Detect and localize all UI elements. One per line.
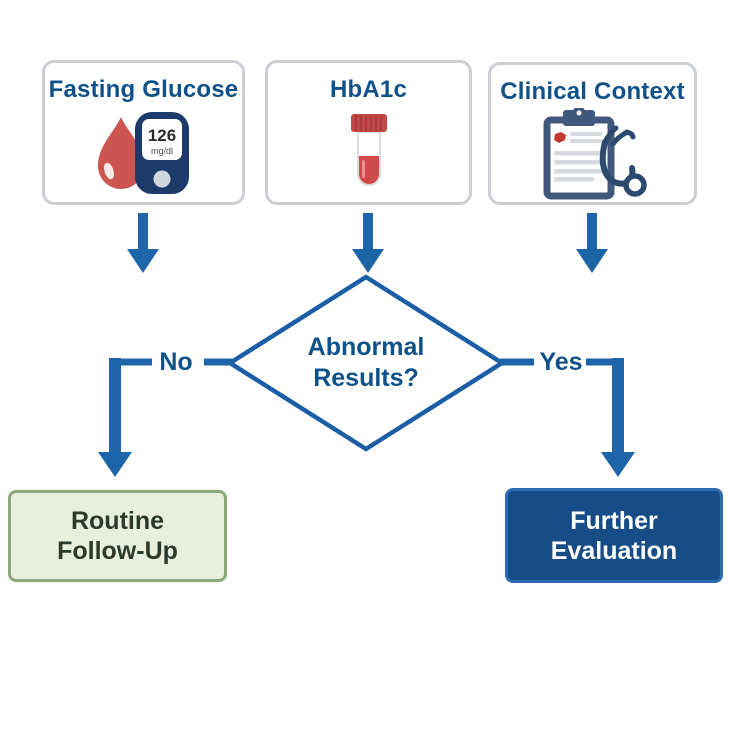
arrow-fasting-glucose-to-decision (127, 213, 159, 273)
glucose-meter-reading: 126 (147, 126, 175, 145)
outcome-routine-follow-up: Routine Follow-Up (8, 490, 227, 582)
glucose-meter-unit: mg/dl (150, 146, 172, 156)
clipboard-clip-ring (572, 108, 585, 120)
glucose-meter-screen (141, 119, 182, 160)
routine-line1: Routine (70, 507, 165, 535)
arrow-yes-to-further-evaluation (601, 358, 635, 477)
decision-diamond (225, 274, 507, 452)
decision-line1: Abnormal (307, 333, 425, 361)
card-fasting-glucose-title: Fasting Glucose (48, 76, 239, 103)
arrow-clinical-context-to-decision (576, 213, 608, 273)
card-hba1c-title: HbA1c (329, 76, 408, 103)
branch-label-yes: Yes (539, 348, 583, 376)
clipboard-text-lines (553, 132, 602, 182)
tube-highlight (361, 160, 365, 178)
clipboard-stethoscope-icon (543, 108, 647, 200)
further-line1: Further (570, 506, 658, 535)
stethoscope-chestpiece (622, 173, 647, 197)
blood-drop-glucose-meter-icon: 126 mg/dl (97, 112, 189, 194)
decision-line2: Results? (313, 364, 419, 392)
blood-sample-tube-icon (350, 114, 387, 186)
card-fasting-glucose: Fasting Glucose 126 mg/dl (42, 60, 245, 205)
card-clinical-context: Clinical Context (488, 62, 697, 205)
arrow-hba1c-to-decision (352, 213, 384, 273)
further-line2: Evaluation (550, 536, 678, 565)
card-clinical-context-title: Clinical Context (500, 78, 685, 105)
branch-label-no: No (159, 348, 193, 376)
decision-abnormal-results: Abnormal Results? (266, 332, 466, 394)
clipboard-red-mark (553, 132, 566, 143)
card-hba1c: HbA1c (265, 60, 472, 205)
routine-line2: Follow-Up (57, 537, 178, 565)
blood-drop-highlight (103, 162, 114, 180)
glucose-meter-button (153, 170, 170, 188)
outcome-further-evaluation: Further Evaluation (505, 488, 723, 583)
arrow-no-to-routine-follow-up (98, 358, 132, 477)
